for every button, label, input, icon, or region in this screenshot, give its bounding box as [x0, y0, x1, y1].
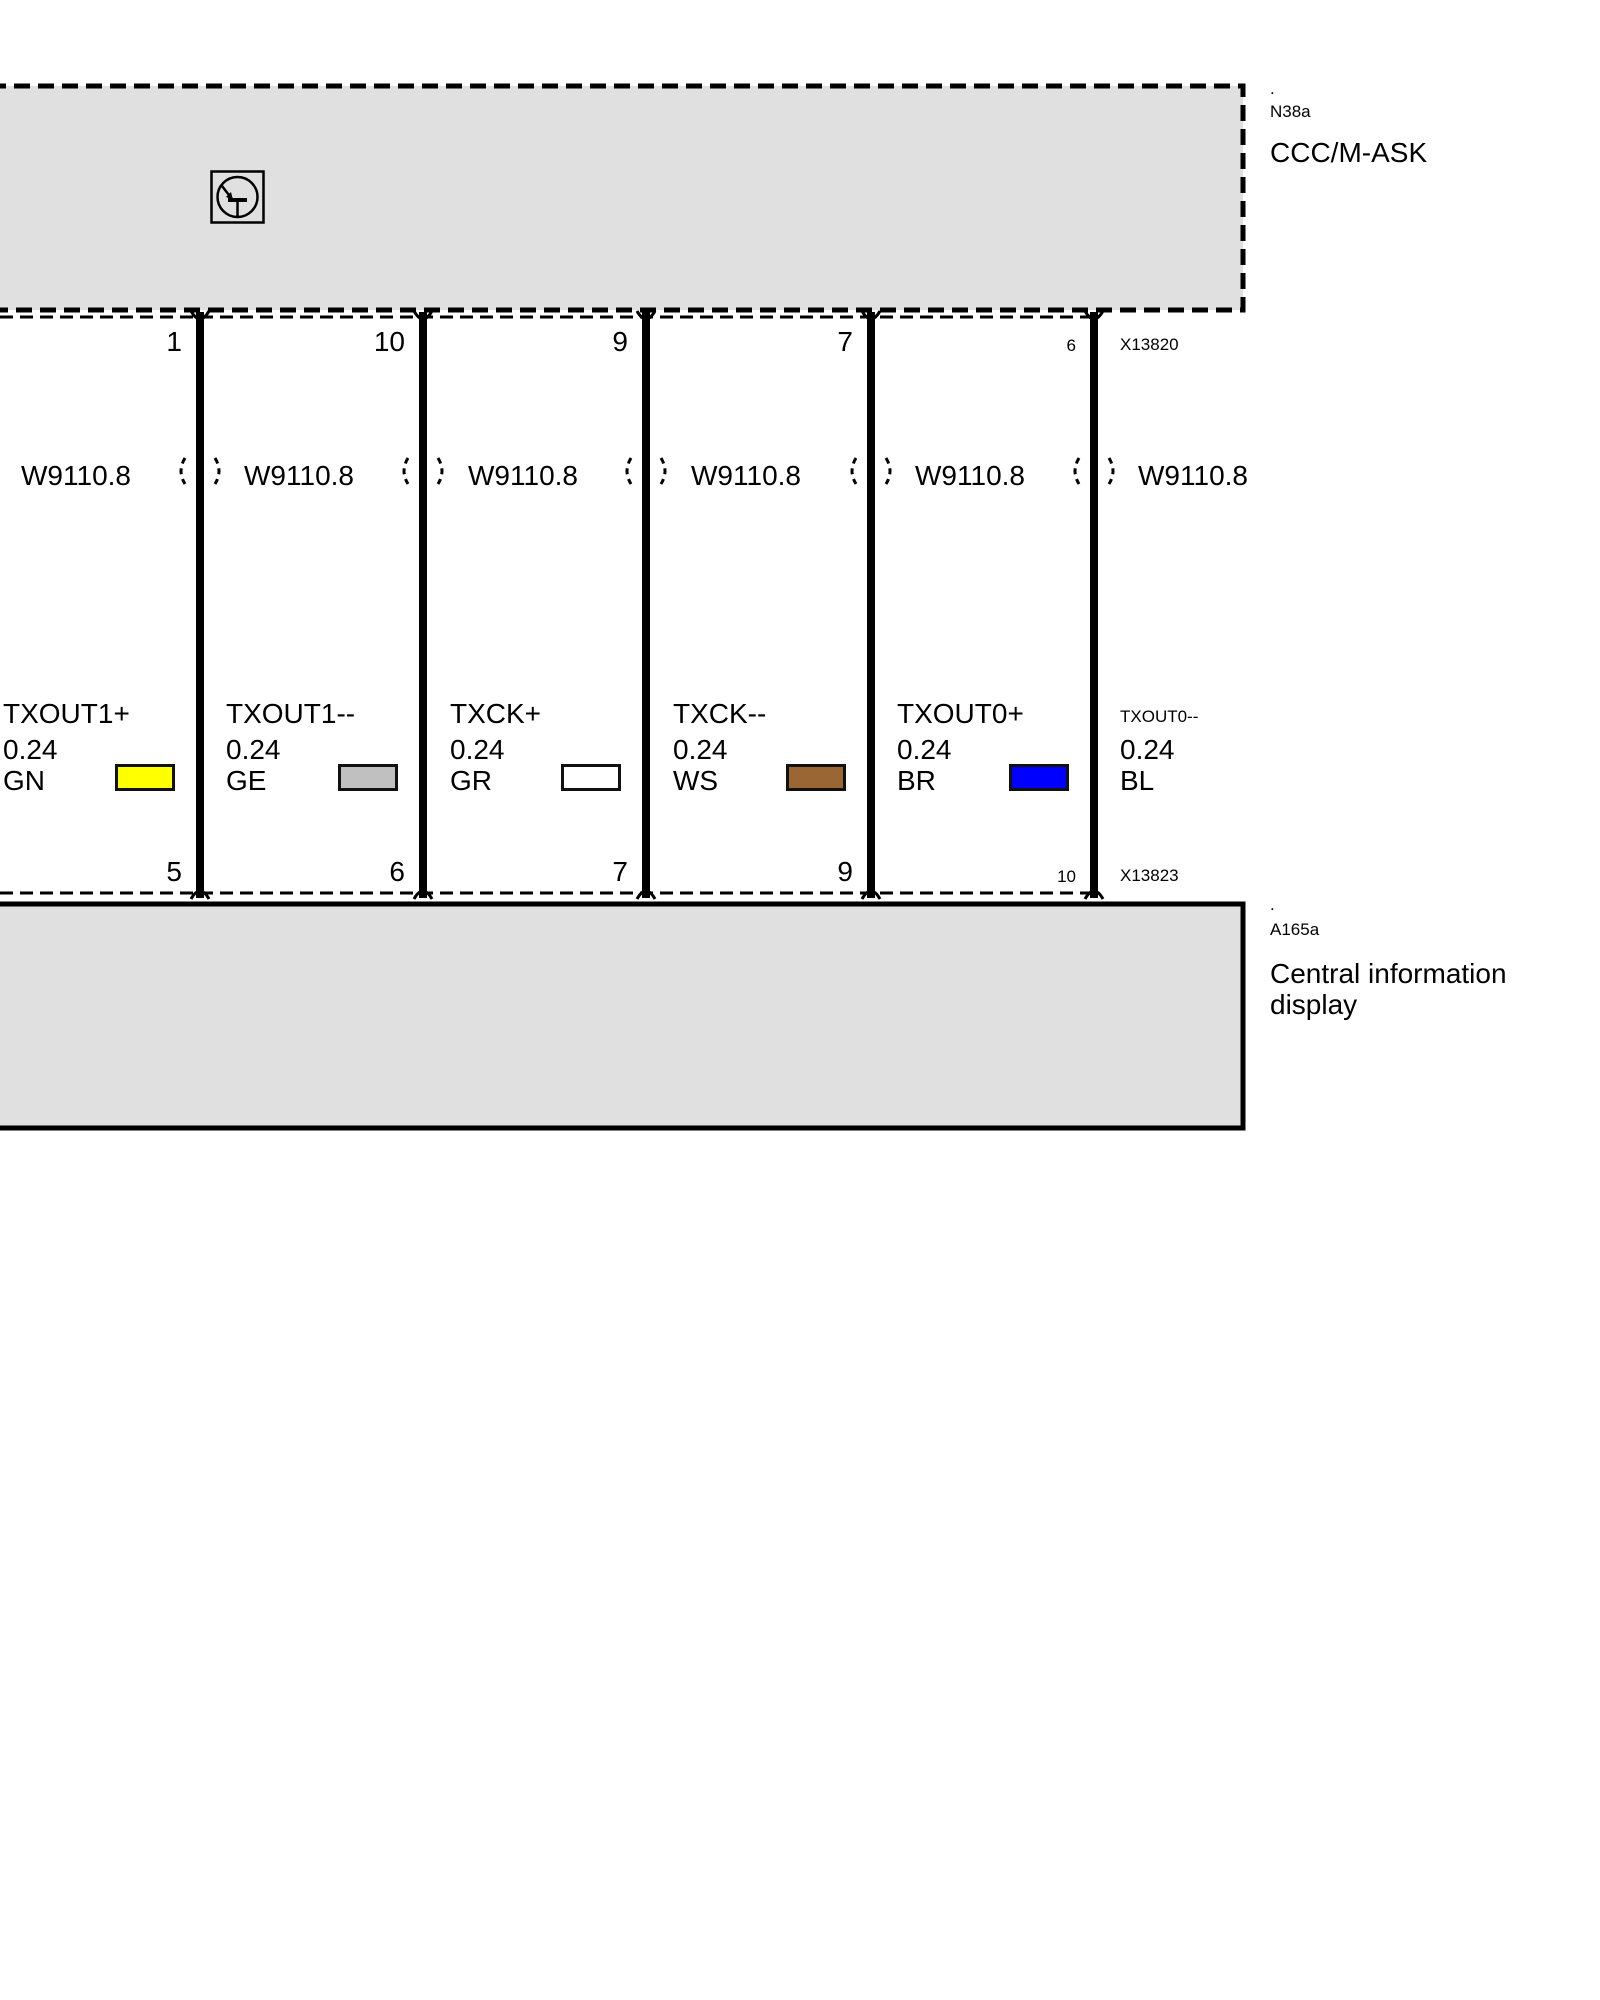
top-pin-number: 7: [837, 326, 853, 357]
signal-name: TXOUT0+: [897, 698, 1024, 729]
harness-label: W9110.8: [691, 460, 801, 491]
signal-name: TXOUT1--: [226, 698, 356, 729]
harness-break-symbol: [1107, 457, 1115, 485]
harness-label: W9110.8: [468, 460, 578, 491]
transistor-icon: [210, 170, 265, 224]
bottom-component-dot: .: [1270, 895, 1275, 914]
wire-gauge: 0.24: [673, 734, 728, 765]
top-pin-terminal: [412, 310, 434, 321]
top-pin-number: 9: [612, 326, 628, 357]
bottom-pin-terminal: [412, 889, 434, 900]
bottom-pin-terminal: [189, 889, 211, 900]
harness-break-symbol: [213, 457, 221, 485]
bottom-component-id: A165a: [1270, 920, 1320, 939]
harness-label: W9110.8: [244, 460, 354, 491]
wire-gauge: 0.24: [226, 734, 281, 765]
wire-gauge: 0.24: [3, 734, 58, 765]
top-component-id: N38a: [1270, 102, 1311, 121]
harness-break-symbol: [402, 457, 410, 485]
top-pin-number: 6: [1066, 336, 1076, 355]
top-pin-number: 10: [373, 326, 405, 357]
wire-color-code: GE: [226, 765, 267, 796]
harness-break-symbol: [884, 457, 892, 485]
wire-color-code: BR: [897, 765, 936, 796]
signal-name: TXCK+: [450, 698, 542, 729]
top-pin-terminal: [189, 310, 211, 321]
wire-gauge: 0.24: [897, 734, 952, 765]
signal-name: TXOUT0--: [1120, 707, 1199, 726]
wire-color-swatch: [115, 764, 175, 791]
signal-name: TXCK--: [673, 698, 767, 729]
bottom-pin-number: 10: [1057, 867, 1076, 886]
wire-gauge: 0.24: [450, 734, 505, 765]
top-pin-terminal: [1083, 310, 1105, 321]
harness-break-symbol: [659, 457, 667, 485]
wire-gauge: 0.24: [1120, 734, 1175, 765]
top-component-dot: .: [1270, 79, 1275, 98]
bottom-pin-terminal: [1083, 889, 1105, 900]
bottom-connector-id: X13823: [1120, 866, 1179, 885]
bottom-pin-terminal: [860, 889, 882, 900]
wire-color-swatch: [561, 764, 621, 791]
top-pin-terminal: [860, 310, 882, 321]
bottom-pin-number: 6: [389, 856, 405, 887]
bottom-component-name-line2: display: [1270, 989, 1358, 1020]
harness-break-symbol: [850, 457, 858, 485]
harness-break-symbol: [625, 457, 633, 485]
wire-color-code: BL: [1120, 765, 1155, 796]
bottom-component-name-line1: Central information: [1270, 958, 1507, 989]
bottom-module-box: [0, 901, 1246, 1131]
top-pin-number: 1: [166, 326, 182, 357]
top-pin-terminal: [635, 310, 657, 321]
signal-name: TXOUT1+: [3, 698, 130, 729]
harness-break-symbol: [436, 457, 444, 485]
harness-break-symbol: [179, 457, 187, 485]
wire-color-swatch: [1009, 764, 1069, 791]
harness-label: W9110.8: [21, 460, 131, 491]
bottom-pin-number: 5: [166, 856, 182, 887]
wire-color-code: WS: [673, 765, 719, 796]
wire-color-code: GR: [450, 765, 492, 796]
bottom-pin-terminal: [635, 889, 657, 900]
top-module-box: [0, 83, 1246, 313]
bottom-pin-number: 7: [612, 856, 628, 887]
top-connector-id: X13820: [1120, 335, 1179, 354]
wire-color-swatch: [786, 764, 846, 791]
bottom-pin-number: 9: [837, 856, 853, 887]
harness-label: W9110.8: [1138, 460, 1248, 491]
top-component-name: CCC/M-ASK: [1270, 137, 1428, 168]
wire-color-swatch: [338, 764, 398, 791]
harness-label: W9110.8: [915, 460, 1025, 491]
wire-color-code: GN: [3, 765, 45, 796]
harness-break-symbol: [1073, 457, 1081, 485]
